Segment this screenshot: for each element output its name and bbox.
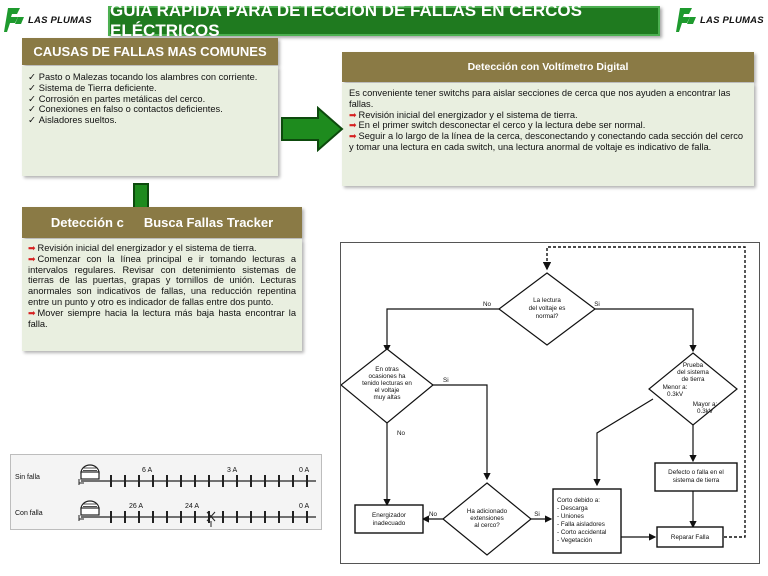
flowchart-svg: La lectura del voltaje es normal? No Si …	[340, 246, 746, 556]
d3-line: del sistema	[677, 369, 709, 376]
tracker-step: ➡Comenzar con la línea principal e ir to…	[28, 253, 296, 307]
tracker-step: ➡Revisión inicial del energizador y el s…	[28, 243, 257, 253]
decision-voltage-normal	[498, 272, 596, 346]
d2-si-label: Si	[443, 377, 449, 384]
d1-si-label: Si	[594, 301, 600, 308]
d4-line: Ha adicionado	[467, 508, 508, 515]
page-title: GUIA RÁPIDA PARA DETECCIÓN DE FALLAS EN …	[108, 1, 660, 40]
voltmeter-step: ➡Seguir a lo largo de la línea de la cer…	[349, 131, 744, 152]
box-energizador-inadecuado	[354, 504, 424, 534]
reparar-label: Reparar Falla	[671, 534, 710, 541]
logo-left-mark	[4, 8, 24, 32]
voltmeter-intro: Es conveniente tener switchs para aislar…	[349, 88, 731, 109]
voltmeter-step: ➡Revisión inicial del energizador y el s…	[349, 109, 578, 120]
d1-line: del voltaje es	[529, 305, 566, 312]
bullet-arrow-icon: ➡	[28, 253, 36, 264]
d2-line: En otras	[375, 366, 398, 373]
box-defecto-tierra	[654, 462, 738, 492]
d3-menor-label: Menor a:	[663, 384, 688, 391]
corto-line: - Vegetación	[557, 537, 593, 544]
tracker-panel: ➡Revisión inicial del energizador y el s…	[22, 239, 302, 351]
check-icon: ✓	[28, 104, 36, 115]
voltmeter-title: Detección con Voltímetro Digital	[342, 52, 754, 82]
decision-high-readings	[340, 348, 434, 424]
logo-right-text: LAS PLUMAS	[700, 14, 764, 26]
logo-right: LAS PLUMAS	[676, 6, 764, 34]
bullet-arrow-icon: ➡	[349, 109, 357, 120]
d2-line: tenido lecturas en	[362, 380, 412, 387]
causes-item: ✓Conexiones en falso o contactos deficie…	[28, 104, 223, 115]
d2-no-label: No	[397, 430, 406, 437]
energizador-line: Energizador	[372, 512, 406, 519]
defecto-line: Defecto o falla en el	[668, 469, 724, 476]
row2-tick: 26 A	[129, 503, 143, 510]
d2-line: muy altas	[374, 394, 401, 401]
causes-item: ✓Corrosión en partes metálicas del cerco…	[28, 93, 206, 104]
causes-panel: ✓Pasto o Malezas tocando los alambres co…	[22, 66, 278, 176]
decision-ground-test	[648, 352, 738, 426]
check-icon: ✓	[28, 72, 36, 82]
row1-tick: 6 A	[142, 467, 152, 474]
row1-tick: 3 A	[227, 467, 237, 474]
row1-tick: 0 A	[299, 467, 309, 474]
d4-no-label: No	[429, 511, 438, 518]
d3-mayor-label: Mayor a:	[693, 401, 718, 408]
d4-si-label: Si	[534, 511, 540, 518]
bullet-arrow-icon: ➡	[28, 243, 36, 253]
causes-item: ✓Sistema de Tierra deficiente.	[28, 82, 157, 93]
d1-line: normal?	[536, 313, 559, 320]
d3-line: de tierra	[681, 376, 705, 383]
voltmeter-panel: Es conveniente tener switchs para aislar…	[342, 83, 754, 186]
corto-line: Corto debido a:	[557, 497, 600, 504]
fence-posts-row2	[110, 511, 308, 523]
row2-tick: 24 A	[185, 503, 199, 510]
row2-tick: 0 A	[299, 503, 309, 510]
voltmeter-step: ➡En el primer switch desconectar el cerc…	[349, 120, 646, 131]
corto-line: - Falla aisladores	[557, 521, 605, 528]
d2-line: el voltaje	[375, 387, 400, 394]
d3-mayor-value: 0.3kV	[697, 408, 714, 415]
box-corto	[552, 488, 622, 554]
row2-label: Con falla	[15, 510, 43, 517]
d2-line: ocasiones ha	[368, 373, 406, 380]
fence-diagram: Sin falla 6 A 3 A 0 A Con falla	[10, 454, 322, 530]
row1-label: Sin falla	[15, 474, 40, 481]
box-reparar-falla	[656, 526, 724, 548]
d3-menor-value: 0.3kV	[667, 391, 684, 398]
logo-right-mark	[676, 8, 696, 32]
logo-left-text: LAS PLUMAS	[28, 14, 92, 26]
logo-left: LAS PLUMAS	[4, 6, 92, 34]
causes-item: ✓Aisladores sueltos.	[28, 115, 117, 126]
d4-line: extensiones	[470, 515, 504, 522]
fence-posts-row1	[110, 475, 308, 487]
energizador-line: inadecuado	[373, 520, 406, 527]
d4-line: al cerco?	[474, 522, 500, 529]
decision-extensions	[442, 482, 532, 556]
flowchart: La lectura del voltaje es normal? No Si …	[340, 242, 760, 564]
energizer-icon	[78, 500, 100, 521]
d1-no-label: No	[483, 301, 492, 308]
bullet-arrow-icon: ➡	[349, 131, 357, 142]
corto-line: - Corto accidental	[557, 529, 606, 536]
check-icon: ✓	[28, 93, 36, 104]
corto-line: - Descarga	[557, 505, 588, 512]
check-icon: ✓	[28, 82, 36, 93]
d3-line: Prueba	[683, 362, 704, 369]
corto-line: - Uniones	[557, 513, 584, 520]
bullet-arrow-icon: ➡	[28, 307, 36, 318]
d1-line: La lectura	[533, 297, 561, 304]
check-icon: ✓	[28, 115, 36, 126]
fault-mark-icon	[206, 511, 216, 527]
right-arrow-icon	[281, 106, 344, 152]
causes-title: CAUSAS DE FALLAS MAS COMUNES	[22, 38, 278, 65]
fence-diagram-svg: Sin falla 6 A 3 A 0 A Con falla	[15, 464, 316, 527]
causes-item: ✓Pasto o Malezas tocando los alambres co…	[28, 72, 258, 82]
defecto-line: sistema de tierra	[673, 477, 720, 484]
tracker-step: ➡Mover siempre hacia la lectura más baja…	[28, 307, 296, 329]
causes-list: ✓Pasto o Malezas tocando los alambres co…	[28, 72, 272, 126]
energizer-icon	[78, 464, 100, 485]
bullet-arrow-icon: ➡	[349, 120, 357, 131]
